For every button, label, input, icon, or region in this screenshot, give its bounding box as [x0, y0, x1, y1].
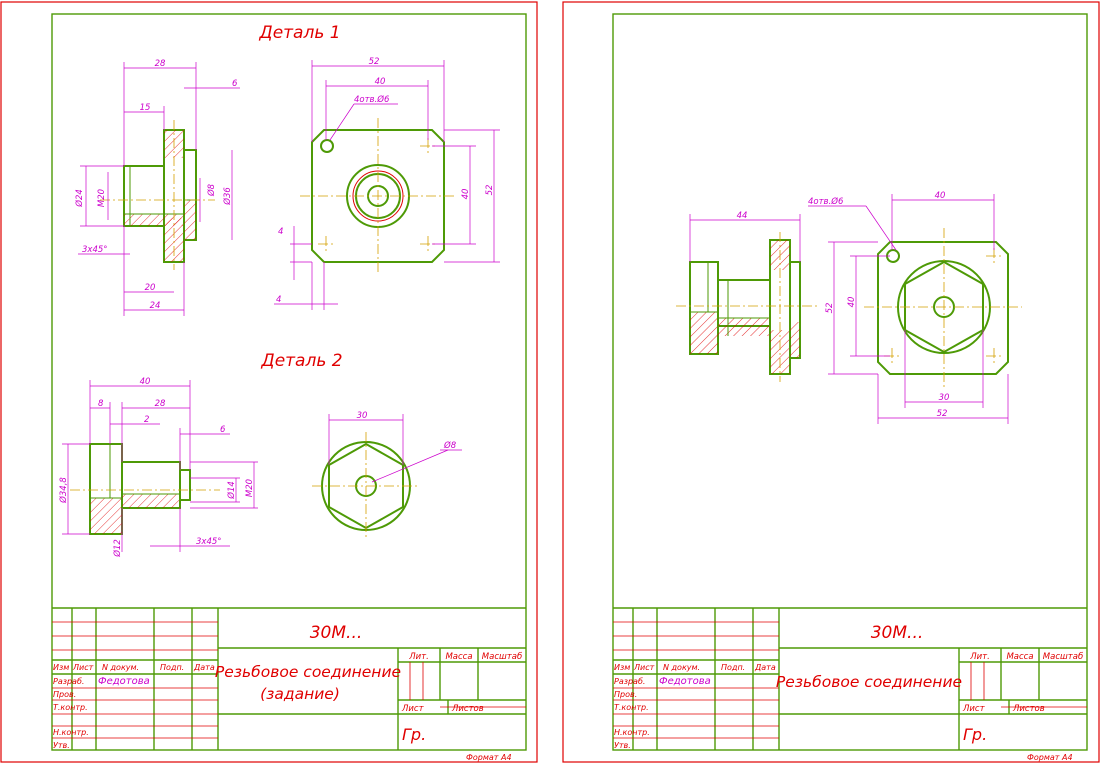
svg-text:4отв.Ø6: 4отв.Ø6: [354, 94, 390, 105]
svg-text:6: 6: [232, 79, 238, 89]
sheet-1-name-line2: (задание): [260, 685, 340, 703]
sheet-1-title-block: 30М... Резьбовое соединение (задание) Ли…: [52, 607, 526, 762]
svg-text:40: 40: [935, 191, 946, 201]
detail-1-title: Деталь 1: [258, 23, 340, 43]
svg-text:Подп.: Подп.: [721, 663, 745, 672]
svg-text:Лит.: Лит.: [408, 652, 429, 662]
svg-text:Т.контр.: Т.контр.: [53, 703, 88, 712]
svg-text:3x45°: 3x45°: [196, 537, 222, 547]
svg-text:Изм: Изм: [53, 663, 69, 672]
detail-2-side-view: 40 8 28 2 6 Ø34,8 Ø14 M20 Ø12: [58, 377, 258, 558]
svg-text:8: 8: [98, 399, 104, 409]
sheet-2-front-view: 40 4отв.Ø6 52 40 30 52: [808, 191, 1022, 424]
svg-text:Масштаб: Масштаб: [482, 652, 522, 662]
svg-text:28: 28: [155, 399, 166, 409]
svg-text:Масштаб: Масштаб: [1043, 652, 1083, 662]
svg-text:4: 4: [276, 295, 281, 305]
svg-text:52: 52: [369, 57, 380, 67]
svg-text:Масса: Масса: [1006, 652, 1033, 662]
svg-text:30: 30: [939, 393, 950, 403]
svg-text:Ø8: Ø8: [206, 183, 217, 197]
svg-text:3x45°: 3x45°: [82, 245, 108, 255]
svg-text:Разраб.: Разраб.: [53, 677, 84, 686]
svg-text:M20: M20: [97, 189, 107, 207]
detail-1-side-view: 28 6 15 Ø24 M20 Ø8 Ø36 3x45° 20 24: [74, 59, 240, 316]
svg-text:Утв.: Утв.: [53, 741, 70, 750]
svg-text:M20: M20: [245, 479, 255, 497]
sheet-1-group: Гр.: [402, 725, 426, 744]
svg-text:28: 28: [155, 59, 166, 69]
svg-text:Пров.: Пров.: [614, 690, 637, 699]
svg-text:4: 4: [278, 227, 283, 237]
sheet-2-inner-frame: [612, 13, 1088, 751]
svg-text:Изм: Изм: [614, 663, 630, 672]
svg-text:Разраб.: Разраб.: [614, 677, 645, 686]
svg-text:Пров.: Пров.: [53, 690, 76, 699]
sheet-2: 44 40 4отв.Ø6 52: [562, 1, 1100, 763]
detail-2-title: Деталь 2: [260, 351, 342, 371]
svg-text:Лит.: Лит.: [969, 652, 990, 662]
svg-text:Листов: Листов: [451, 704, 484, 714]
sheet-2-format: Формат А4: [1027, 753, 1073, 762]
svg-text:Т.контр.: Т.контр.: [614, 703, 649, 712]
svg-text:40: 40: [461, 189, 471, 200]
svg-text:44: 44: [737, 211, 748, 221]
svg-text:Ø14: Ø14: [226, 481, 237, 500]
svg-text:Н.контр.: Н.контр.: [614, 728, 650, 737]
sheet-1-name-line1: Резьбовое соединение: [215, 663, 401, 681]
svg-text:52: 52: [485, 185, 495, 196]
sheet-1-inner-frame: [51, 13, 527, 751]
svg-text:Дата: Дата: [193, 663, 215, 672]
sheet-1: Деталь 1 Деталь 2 28 6: [0, 1, 538, 763]
sheet-1-author: Федотова: [98, 676, 150, 687]
svg-text:Ø36: Ø36: [222, 187, 233, 206]
svg-text:4отв.Ø6: 4отв.Ø6: [808, 196, 844, 207]
svg-text:40: 40: [140, 377, 151, 387]
sheet-1-outer-frame: [0, 1, 538, 763]
sheet-1-format: Формат А4: [466, 753, 512, 762]
svg-text:Листов: Листов: [1012, 704, 1045, 714]
svg-text:20: 20: [145, 283, 156, 293]
svg-text:6: 6: [220, 425, 226, 435]
svg-text:Лист: Лист: [962, 704, 986, 714]
svg-text:Ø24: Ø24: [74, 189, 85, 208]
detail-1-front-view: 52 40 4отв.Ø6 40 52 4 4: [274, 57, 500, 310]
svg-text:Лист: Лист: [633, 663, 655, 672]
svg-text:Ø12: Ø12: [112, 539, 123, 558]
svg-text:52: 52: [825, 303, 835, 314]
svg-text:Подп.: Подп.: [160, 663, 184, 672]
sheet-2-code: 30М...: [871, 623, 924, 643]
svg-text:30: 30: [357, 411, 368, 421]
sheet-2-title-block: 30М... Резьбовое соединение Лит. Масса М…: [613, 607, 1087, 762]
svg-text:15: 15: [140, 103, 151, 113]
svg-text:Ø34,8: Ø34,8: [58, 477, 69, 504]
sheet-2-author: Федотова: [659, 676, 711, 687]
detail-2-front-view: 30 Ø8: [312, 411, 462, 540]
svg-text:Ø8: Ø8: [443, 440, 457, 451]
svg-text:52: 52: [937, 409, 948, 419]
svg-text:40: 40: [847, 297, 857, 308]
sheet-2-group: Гр.: [963, 725, 987, 744]
svg-text:Лист: Лист: [401, 704, 425, 714]
svg-text:N докум.: N докум.: [102, 663, 139, 672]
svg-text:Лист: Лист: [72, 663, 94, 672]
svg-text:Дата: Дата: [754, 663, 776, 672]
sheet-2-outer-frame: [562, 1, 1100, 763]
sheet-2-side-view: 44: [676, 211, 818, 382]
svg-text:Н.контр.: Н.контр.: [53, 728, 89, 737]
svg-text:40: 40: [375, 77, 386, 87]
svg-text:Утв.: Утв.: [614, 741, 631, 750]
svg-text:24: 24: [150, 301, 161, 311]
svg-text:2: 2: [144, 415, 149, 425]
svg-text:Масса: Масса: [445, 652, 472, 662]
sheet-1-code: 30М...: [310, 623, 363, 643]
svg-text:N докум.: N докум.: [663, 663, 700, 672]
sheet-2-name-line1: Резьбовое соединение: [776, 673, 962, 691]
